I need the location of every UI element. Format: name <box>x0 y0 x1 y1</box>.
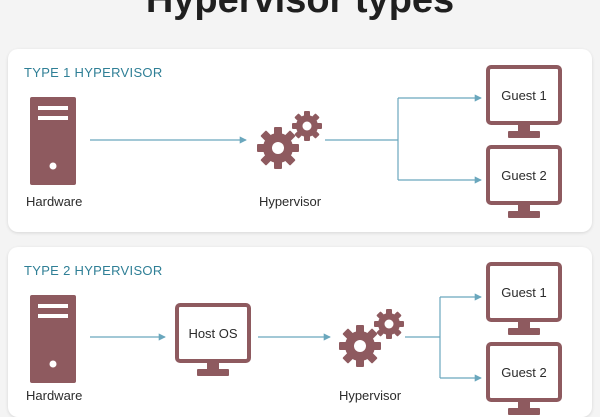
monitor-icon <box>486 145 562 218</box>
type1-panel: TYPE 1 HYPERVISOR Hardware <box>8 49 592 232</box>
hostos-monitor: Host OS <box>175 303 251 378</box>
type2-panel: TYPE 2 HYPERVISOR Hardware Host OS <box>8 247 592 417</box>
hypervisor-node <box>256 111 326 176</box>
hostos-label: Host OS <box>188 326 238 341</box>
gears-icon <box>257 111 322 169</box>
hardware-node <box>29 96 77 191</box>
hypervisor-node <box>338 309 408 374</box>
type2-heading: TYPE 2 HYPERVISOR <box>24 263 163 278</box>
guest2-label: Guest 2 <box>501 365 547 380</box>
hardware-label: Hardware <box>26 388 83 403</box>
guest1-label: Guest 1 <box>501 88 547 103</box>
guest2-label: Guest 2 <box>501 168 547 183</box>
monitor-icon <box>486 65 562 138</box>
server-icon <box>30 97 76 185</box>
type1-heading: TYPE 1 HYPERVISOR <box>24 65 163 80</box>
gears-icon <box>339 309 404 367</box>
guest1-monitor: Guest 1 <box>486 65 562 140</box>
server-icon <box>30 295 76 383</box>
guest2-monitor: Guest 2 <box>486 145 562 220</box>
guest1-monitor: Guest 1 <box>486 262 562 337</box>
hardware-label: Hardware <box>26 194 83 209</box>
guest1-label: Guest 1 <box>501 285 547 300</box>
hardware-node <box>29 294 77 389</box>
page-title: Hypervisor types <box>145 0 455 21</box>
hypervisor-label: Hypervisor <box>338 388 402 403</box>
monitor-icon <box>175 303 251 376</box>
hypervisor-label: Hypervisor <box>258 194 322 209</box>
monitor-icon <box>486 262 562 335</box>
guest2-monitor: Guest 2 <box>486 342 562 417</box>
